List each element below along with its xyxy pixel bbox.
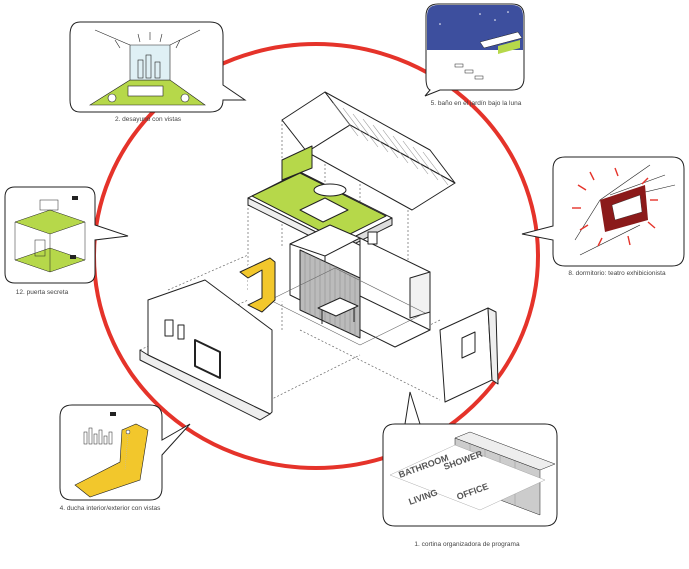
vignette-bath bbox=[424, 3, 525, 97]
vignette-shower bbox=[59, 404, 191, 501]
caption-bath: 5. baño en el jardín bajo la luna bbox=[431, 100, 522, 107]
caption-breakfast: 2. desayuno con vistas bbox=[115, 116, 182, 123]
caption-bedroom: 8. dormitorio: teatro exhibicionista bbox=[568, 270, 666, 277]
exploded-house bbox=[139, 91, 499, 421]
vignette-breakfast bbox=[69, 21, 247, 113]
caption-shower: 4. ducha interior/exterior con vistas bbox=[60, 505, 162, 512]
roof bbox=[281, 91, 456, 211]
vignette-bedroom bbox=[521, 156, 685, 267]
shower-band bbox=[239, 257, 276, 313]
vignette-curtain: BATHROOM SHOWER LIVING OFFICE bbox=[382, 391, 558, 527]
caption-secret-door: 12. puerta secreta bbox=[16, 289, 69, 296]
left-wall bbox=[139, 279, 273, 421]
caption-curtain: 1. cortina organizadora de programa bbox=[414, 541, 520, 548]
right-wall bbox=[439, 307, 499, 403]
house-body bbox=[248, 224, 431, 348]
vignette-secret-door bbox=[4, 186, 129, 284]
